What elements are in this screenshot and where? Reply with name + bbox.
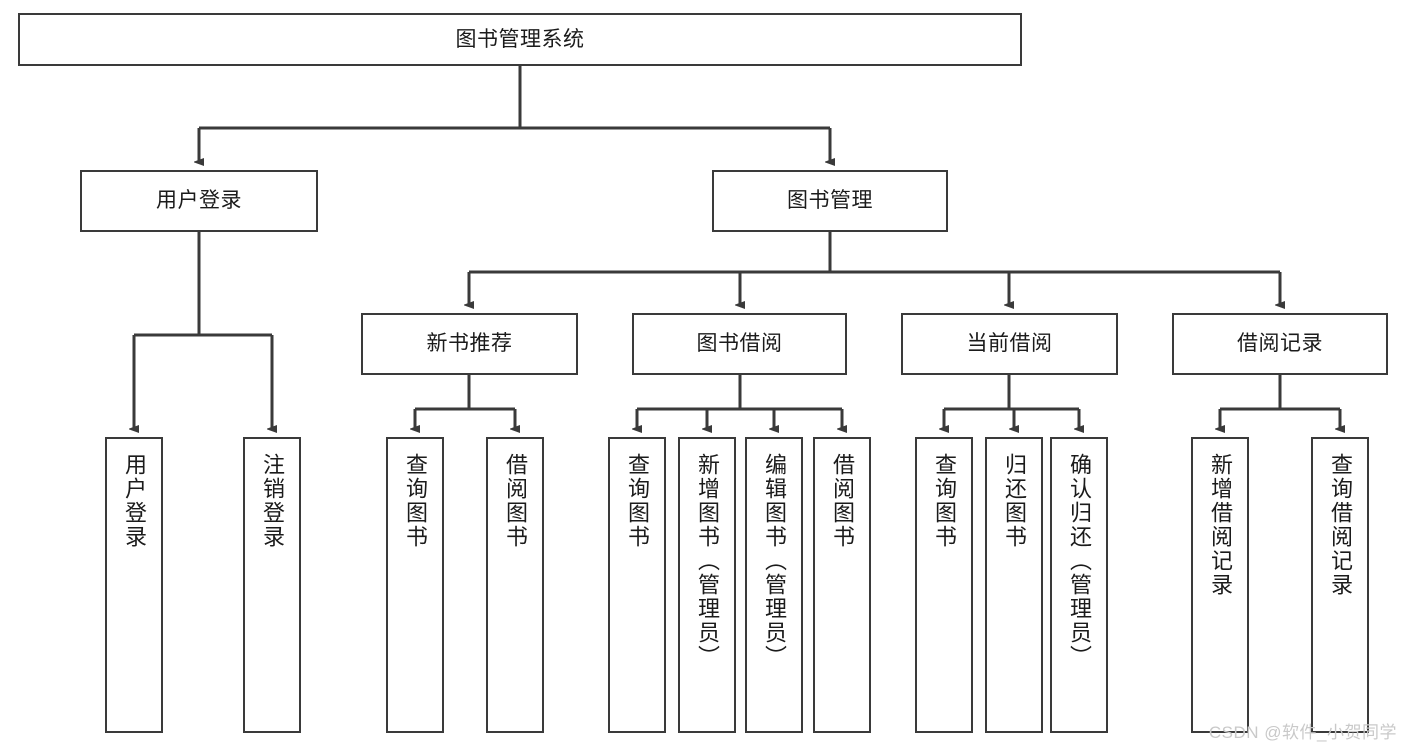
node-leaf-user-login[interactable]: 用户登录: [105, 437, 163, 733]
node-leaf-borrow-book-1-label: 借阅图书: [503, 453, 528, 549]
node-new-book-rec[interactable]: 新书推荐: [361, 313, 578, 375]
node-leaf-query-book-3[interactable]: 查询图书: [915, 437, 973, 733]
node-leaf-query-book-2[interactable]: 查询图书: [608, 437, 666, 733]
node-leaf-borrow-book-2-label: 借阅图书: [830, 453, 855, 549]
node-leaf-user-login-label: 用户登录: [122, 453, 147, 549]
node-leaf-return-book-label: 归还图书: [1002, 453, 1027, 549]
node-leaf-add-record-label: 新增借阅记录: [1208, 453, 1233, 597]
node-leaf-query-book-1[interactable]: 查询图书: [386, 437, 444, 733]
node-leaf-borrow-book-2[interactable]: 借阅图书: [813, 437, 871, 733]
node-leaf-add-book-label: 新增图书（管理员）: [695, 453, 720, 669]
node-leaf-query-book-2-label: 查询图书: [625, 453, 650, 549]
node-new-book-rec-label: 新书推荐: [426, 332, 513, 356]
node-borrow-record[interactable]: 借阅记录: [1172, 313, 1388, 375]
node-root-label: 图书管理系统: [455, 27, 585, 51]
node-leaf-query-record-label: 查询借阅记录: [1328, 453, 1353, 597]
node-leaf-query-book-1-label: 查询图书: [403, 453, 428, 549]
node-current-borrow-label: 当前借阅: [966, 332, 1053, 356]
node-book-borrow-label: 图书借阅: [696, 332, 783, 356]
node-leaf-edit-book[interactable]: 编辑图书（管理员）: [745, 437, 803, 733]
node-borrow-record-label: 借阅记录: [1237, 332, 1323, 356]
node-leaf-logout[interactable]: 注销登录: [243, 437, 301, 733]
node-leaf-query-book-3-label: 查询图书: [932, 453, 957, 549]
node-leaf-add-book[interactable]: 新增图书（管理员）: [678, 437, 736, 733]
node-book-borrow[interactable]: 图书借阅: [632, 313, 847, 375]
node-leaf-query-record[interactable]: 查询借阅记录: [1311, 437, 1369, 733]
node-current-borrow[interactable]: 当前借阅: [901, 313, 1118, 375]
node-leaf-confirm-return[interactable]: 确认归还（管理员）: [1050, 437, 1108, 733]
node-root[interactable]: 图书管理系统: [18, 13, 1022, 66]
node-leaf-confirm-return-label: 确认归还（管理员）: [1067, 453, 1092, 669]
node-leaf-return-book[interactable]: 归还图书: [985, 437, 1043, 733]
node-book-manage-label: 图书管理: [787, 189, 873, 213]
node-book-manage[interactable]: 图书管理: [712, 170, 948, 232]
node-user-login-label: 用户登录: [156, 189, 242, 213]
node-leaf-borrow-book-1[interactable]: 借阅图书: [486, 437, 544, 733]
csdn-watermark: CSDN @软件_小贺同学: [1208, 723, 1397, 742]
node-leaf-edit-book-label: 编辑图书（管理员）: [762, 453, 787, 669]
node-leaf-add-record[interactable]: 新增借阅记录: [1191, 437, 1249, 733]
node-leaf-logout-label: 注销登录: [260, 453, 285, 549]
node-user-login[interactable]: 用户登录: [80, 170, 318, 232]
